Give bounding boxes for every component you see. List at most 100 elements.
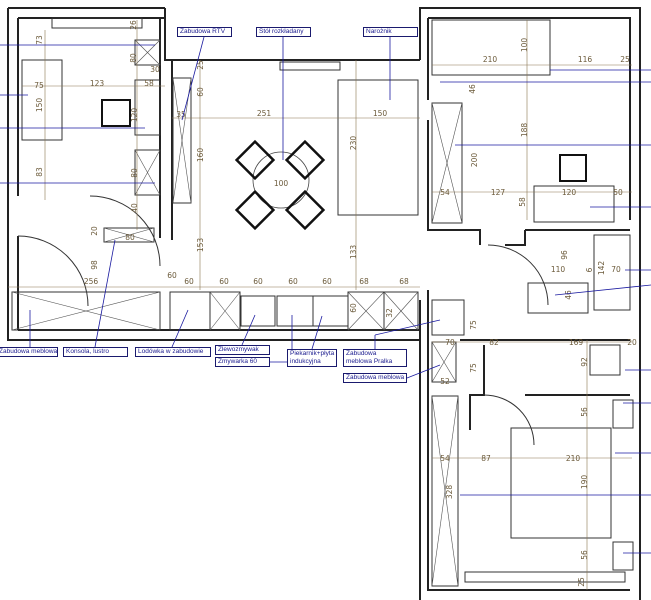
dimension-label: 60 (196, 87, 205, 97)
double-bed (510, 427, 612, 539)
wall-segment (419, 7, 641, 600)
wardrobe-cross (431, 102, 463, 224)
dimension-label: 25 (577, 577, 586, 587)
dimension-label: 20 (90, 226, 99, 236)
dimension-label: 60 (219, 277, 229, 286)
callout-leader-line (374, 319, 441, 336)
dimension-label: 150 (35, 98, 44, 113)
wardrobe (431, 102, 463, 224)
dimension-label: 92 (580, 357, 589, 367)
dimension-label: 54 (440, 188, 450, 197)
walls (7, 7, 641, 600)
callout-leaders (0, 36, 651, 554)
wall-segment (7, 8, 420, 341)
dimension-label: 30 (150, 65, 160, 74)
rtv-cabinet (172, 77, 192, 204)
dimension-label: 127 (491, 188, 506, 197)
callout-leader-line (311, 315, 323, 350)
dimension-label: 160 (196, 148, 205, 163)
dimension-label: 50 (613, 188, 623, 197)
dimension-label: 210 (566, 454, 581, 463)
dimension-label: 40 (130, 203, 139, 213)
sofa (21, 59, 63, 141)
callout-lodowka: Lodówka w zabudowie (135, 347, 211, 357)
corner-sofa (337, 79, 419, 216)
base-cabinet-cross (209, 291, 241, 331)
dimension-label: 100 (274, 179, 289, 188)
dimension-label: 60 (184, 277, 194, 286)
sink (240, 295, 276, 327)
dining-chair (284, 189, 326, 231)
dimension-label: 153 (196, 238, 205, 253)
callout-leader-line (554, 284, 651, 296)
dimension-label: 98 (90, 260, 99, 270)
dimension-label: 116 (578, 55, 593, 64)
callout-leader-line (94, 239, 116, 348)
dimension-label: 32 (385, 308, 394, 318)
dimension-label: 169 (569, 338, 584, 347)
dimension-label: 56 (580, 407, 589, 417)
dining-chair (234, 139, 276, 181)
dimension-label: 70 (611, 265, 621, 274)
dimension-label: 256 (84, 277, 99, 286)
furniture (11, 17, 634, 587)
dimension-label: 46 (468, 84, 477, 94)
dimension-label: 150 (373, 109, 388, 118)
base-cabinet-cross (383, 291, 419, 331)
wardrobe-cross (431, 395, 459, 587)
cooktop (312, 295, 349, 327)
desk-chair (101, 99, 131, 127)
desk (134, 79, 161, 136)
callout-piekarnik: Piekarnik+płyta indukcyjna (287, 349, 337, 367)
wardrobe (431, 395, 459, 587)
console-cross (103, 227, 155, 243)
door-swing (17, 235, 89, 307)
dimension-label: 60 (349, 303, 358, 313)
callout-naroznik: Narożnik (363, 27, 418, 37)
callout-pralka: Zabudowa meblowa Pralka (343, 349, 407, 367)
dimension-label: 68 (399, 277, 409, 286)
callout-zmywarka: Zmywarka 60 (215, 357, 270, 367)
dimension-label: 82 (489, 338, 499, 347)
nightstand (612, 541, 634, 571)
dimension-label: 68 (359, 277, 369, 286)
dimension-label: 200 (470, 153, 479, 168)
dimension-label: 70 (445, 338, 455, 347)
dimension-label: 60 (322, 277, 332, 286)
cabinet (134, 39, 161, 66)
dimension-label: 96 (560, 250, 569, 260)
bed-single (431, 19, 551, 76)
wardrobe (11, 291, 161, 331)
dimension-label: 20 (627, 338, 637, 347)
dimension-label: 60 (167, 271, 177, 280)
dimension-label: 58 (518, 197, 527, 207)
callout-leader-line (406, 364, 441, 379)
callout-konsola-lustro: Konsola, lustro (63, 347, 128, 357)
dimension-label: 75 (469, 320, 478, 330)
callout-zlewozmywak: Zlewozmywak (215, 345, 270, 355)
radiator (51, 17, 143, 29)
dimension-label: 210 (483, 55, 498, 64)
dimension-label: 35 (176, 110, 186, 119)
dimension-label: 46 (564, 290, 573, 300)
dimension-label: 56 (580, 550, 589, 560)
dimension-label: 54 (440, 454, 450, 463)
cabinet-cross (134, 39, 161, 66)
dining-chair (234, 189, 276, 231)
shower (431, 299, 465, 336)
dimension-label: 123 (90, 79, 105, 88)
dimension-label: 100 (520, 38, 529, 53)
wall-segment (164, 8, 420, 61)
callout-leader-line (241, 314, 256, 346)
dimension-label: 25 (196, 60, 205, 70)
dimension-label: 251 (257, 109, 272, 118)
dimension-label: 60 (288, 277, 298, 286)
base-cabinet (209, 291, 241, 331)
wardrobe-cross (11, 291, 161, 331)
door-swing (483, 394, 535, 446)
wall-segment (505, 230, 526, 246)
wall-segment (469, 345, 485, 430)
dimension-label: 142 (597, 261, 606, 276)
washing-cabinet-cross (431, 341, 457, 383)
